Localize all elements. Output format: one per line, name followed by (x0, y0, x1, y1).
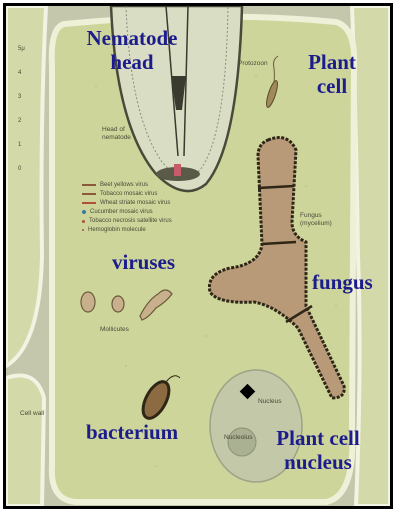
head-of-nematode-label-line2: nematode (102, 134, 131, 142)
legend-swatch (82, 220, 85, 223)
legend-swatch (82, 210, 86, 214)
legend-label: Beet yellows virus (100, 182, 148, 188)
legend-item: Tobacco necrosis satellite virus (82, 218, 172, 224)
nucleus-small-label: Nucleus (258, 398, 281, 406)
nematode-head-label-line1: Nematode (62, 26, 202, 50)
scale-unit: 5μ (18, 46, 25, 52)
plant-cell-label-line1: Plant (304, 50, 360, 74)
cell-wall-label: Cell wall (20, 410, 44, 418)
plant-cell-nucleus-label: Plant cell nucleus (252, 426, 384, 474)
nucleolus-label: Nucleolus (224, 434, 253, 442)
legend-item: Tobacco mosaic virus (82, 191, 157, 197)
legend-item: Cucumber mosaic virus (82, 209, 153, 215)
legend-label: Hemoglobin molecule (88, 227, 146, 233)
bacterium-label: bacterium (86, 420, 178, 444)
legend-swatch (82, 202, 96, 204)
scale-tick-3: 3 (18, 94, 21, 100)
legend-label: Wheat striate mosaic virus (100, 200, 170, 206)
mollicutes-label: Mollicutes (100, 326, 129, 334)
scale-tick-0: 0 (18, 166, 21, 172)
fungus-label: fungus (312, 270, 373, 294)
legend-swatch (82, 193, 96, 195)
scale-tick-4: 4 (18, 70, 21, 76)
plant-cell-label-line2: cell (304, 74, 360, 98)
plant-cell-label: Plant cell (304, 50, 360, 98)
diagram-frame: 5μ 4 3 2 1 0 Protozoon Head of nematode … (3, 3, 393, 509)
fungus-mycelium-label-line1: Fungus (300, 212, 322, 220)
nematode-head-label-line2: head (62, 50, 202, 74)
nematode-head-label: Nematode head (62, 26, 202, 74)
legend-item: Hemoglobin molecule (82, 227, 146, 233)
viruses-label: viruses (112, 250, 175, 274)
neighbor-cell-bottom-left (6, 376, 44, 507)
legend-swatch (82, 229, 84, 231)
scale-tick-2: 2 (18, 118, 21, 124)
plant-cell-nucleus-label-line2: nucleus (252, 450, 384, 474)
protozoon-label: Protozoon (238, 60, 268, 68)
plant-cell-nucleus-label-line1: Plant cell (252, 426, 384, 450)
legend-item: Beet yellows virus (82, 182, 148, 188)
legend-label: Tobacco mosaic virus (100, 191, 157, 197)
legend-swatch (82, 184, 96, 186)
scale-tick-1: 1 (18, 142, 21, 148)
head-of-nematode-label-line1: Head of (102, 126, 125, 134)
scale-bar: 5μ 4 3 2 1 0 (18, 46, 38, 174)
legend-label: Tobacco necrosis satellite virus (89, 218, 172, 224)
legend-label: Cucumber mosaic virus (90, 209, 153, 215)
fungus-mycelium-label-line2: (mycelium) (300, 220, 332, 228)
legend-item: Wheat striate mosaic virus (82, 200, 170, 206)
